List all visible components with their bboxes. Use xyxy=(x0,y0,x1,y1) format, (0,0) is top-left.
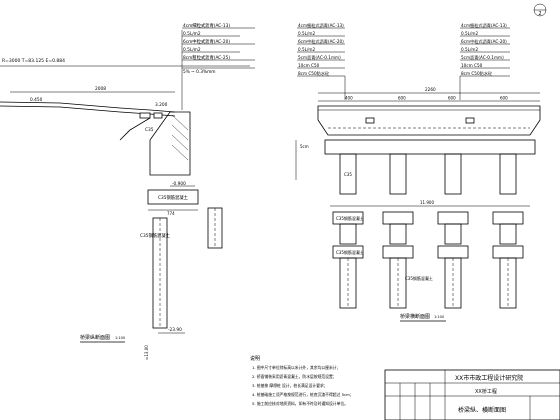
cross-left-layer-5: 5cm沥青(AC-0.1mm) xyxy=(298,54,341,61)
cross-left-layer-3: 6cm中粒式沥青(AC-20) xyxy=(298,38,344,45)
notes-heading: 说明 xyxy=(250,355,260,362)
long-elev-5: =13.00 xyxy=(144,345,149,360)
long-layer-3: 6cm中粒式沥青(AC-20) xyxy=(183,38,230,45)
cross-span-4: 600 xyxy=(500,96,508,101)
cross-right-layer-2: 0.5L/m2 xyxy=(461,31,478,36)
cross-span-2: 600 xyxy=(398,96,406,101)
long-cap-width: 774 xyxy=(167,211,175,216)
road-curve-label: R=3000 T=83.125 E=0.884 xyxy=(2,58,65,64)
long-abutment-material: C35 xyxy=(145,127,154,133)
cross-tie-beams: C35钢筋混凝土 xyxy=(332,211,524,225)
long-elev-3: -0.900 xyxy=(172,181,186,187)
cross-section-scale: 1:100 xyxy=(434,315,444,319)
longitudinal-section: R=3000 T=83.125 E=0.884 4cm细粒式沥青(AC-13) … xyxy=(0,22,255,360)
sheet-number: 2 xyxy=(538,11,541,17)
cross-left-layer-6: 10cm C50 xyxy=(298,63,320,68)
cross-right-layer-5: 5cm沥青(AC-0.1mm) xyxy=(461,54,504,61)
long-layer-1: 4cm细粒式沥青(AC-13) xyxy=(183,22,230,29)
cross-section-title: 桥梁横断面图 xyxy=(400,313,430,320)
long-cap-material: C35钢筋混凝土 xyxy=(158,194,189,201)
cross-right-layer-3: 6cm中粒式沥青(AC-20) xyxy=(461,38,507,45)
long-section-title: 桥梁纵断面图 xyxy=(80,334,110,341)
cross-left-callouts: 4cm细粒式沥青(AC-13) 0.5L/m2 6cm中粒式沥青(AC-20) … xyxy=(297,22,346,100)
note-3: 3. 桩基按 摩擦桩 设计，桩长满足设计要求； xyxy=(252,383,328,388)
notes-block: 说明 1. 图中尺寸单位除标高以米计外，其余均以厘米计； 2. 桥面铺装采用沥青… xyxy=(250,355,354,406)
cross-dim-left: 5cm xyxy=(300,144,309,149)
cross-col-material: C35 xyxy=(344,172,352,177)
long-layer-6: 5% ~ 0.3%mm xyxy=(183,69,215,75)
cross-span-3: 600 xyxy=(448,96,456,101)
drawing-title: 桥梁纵、横断面图 xyxy=(458,406,506,414)
long-layer-2: 0.5L/m2 xyxy=(183,31,201,37)
long-elev-1: 0.450 xyxy=(30,97,43,103)
cross-pile-segments: C35钢筋混凝土 xyxy=(332,223,524,259)
long-layer-4: 0.5L/m2 xyxy=(183,47,201,53)
project-name: XX桥工程 xyxy=(475,388,497,395)
longitudinal-piles: C35钢筋混凝土 xyxy=(140,207,223,329)
note-5: 5. 施工前应核对地质资料，如有不符及时通知设计单位。 xyxy=(252,401,348,406)
cross-left-layer-7: 8cm C50防水砼 xyxy=(298,70,330,77)
deck-slab xyxy=(317,105,541,136)
cross-right-callouts: 4cm细粒式沥青(AC-13) 0.5L/m2 6cm中粒式沥青(AC-20) … xyxy=(459,22,510,100)
long-dim-span: 2008 xyxy=(95,86,106,92)
sheet-number-badge: 2 xyxy=(533,3,547,17)
cross-total-width: 2260 xyxy=(425,87,436,92)
cross-left-layer-2: 0.5L/m2 xyxy=(298,31,315,36)
cross-left-layer-4: 0.5L/m2 xyxy=(298,47,315,52)
title-block: XX市市政工程设计研究院 XX桥工程 桥梁纵、横断面图 xyxy=(384,369,560,420)
longitudinal-deck-callouts: 4cm细粒式沥青(AC-13) 0.5L/m2 6cm中粒式沥青(AC-20) … xyxy=(181,22,255,110)
note-1: 1. 图中尺寸单位除标高以米计外，其余均以厘米计； xyxy=(252,365,340,370)
abutment-hatch xyxy=(171,114,189,161)
note-2: 2. 桥面铺装采用沥青混凝土，防水层按规范设置； xyxy=(252,374,337,379)
cross-right-layer-7: 8cm C50防水砼 xyxy=(461,70,493,77)
cross-columns: C35 xyxy=(339,153,517,195)
cross-span-1: 400 xyxy=(345,96,353,101)
long-pile-material: C35钢筋混凝土 xyxy=(140,232,171,239)
cross-right-layer-6: 10cm C50 xyxy=(461,63,483,68)
cross-left-layer-1: 4cm细粒式沥青(AC-13) xyxy=(298,22,344,29)
cross-long-pile-material: C35钢筋混凝土 xyxy=(405,275,433,281)
long-elev-2: 3.200 xyxy=(155,102,168,108)
long-layer-5: 8cm粗粒式沥青(AC-25) xyxy=(183,54,230,61)
note-4: 4. 桩基础施工须严格按规范进行，桩底沉渣不得超过 5cm； xyxy=(252,392,354,397)
long-section-scale: 1:100 xyxy=(115,336,125,340)
cross-right-layer-1: 4cm细粒式沥青(AC-13) xyxy=(461,22,507,29)
cross-long-piles: C35钢筋混凝土 xyxy=(339,257,517,309)
cross-tie-material: C35钢筋混凝土 xyxy=(336,215,364,221)
cross-right-layer-4: 0.5L/m2 xyxy=(461,47,478,52)
cross-pile-material: C35钢筋混凝土 xyxy=(336,249,364,255)
cross-section: 4cm细粒式沥青(AC-13) 0.5L/m2 6cm中粒式沥青(AC-20) … xyxy=(295,22,541,322)
institute-name: XX市市政工程设计研究院 xyxy=(455,374,523,382)
long-elev-4: -23.90 xyxy=(168,327,182,333)
cross-dim-mid: 11.900 xyxy=(420,200,434,205)
